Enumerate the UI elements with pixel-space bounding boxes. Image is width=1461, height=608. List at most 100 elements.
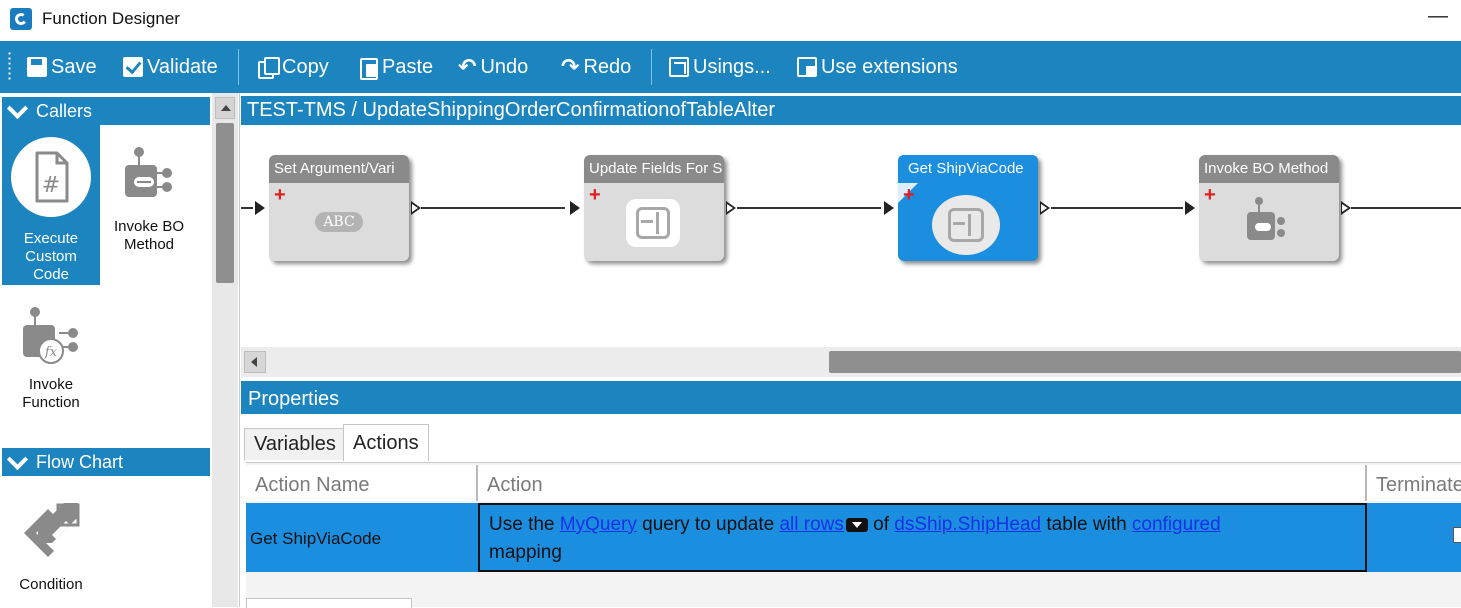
palette-item-condition[interactable]: Condition xyxy=(2,491,100,601)
usings-label: Usings... xyxy=(693,55,771,78)
use-extensions-button[interactable]: Use extensions xyxy=(797,51,958,83)
bo-method-icon xyxy=(1243,197,1293,243)
node-title: Invoke BO Method xyxy=(1199,155,1339,183)
node-title: Get ShipViaCode xyxy=(898,155,1038,183)
palette-item-invoke-function[interactable]: fx Invoke Function xyxy=(2,293,100,423)
svg-text:#: # xyxy=(42,173,60,198)
column-header-action[interactable]: Action xyxy=(478,465,1367,501)
table-row[interactable]: Get ShipViaCode Use the MyQuery query to… xyxy=(246,503,1461,572)
workflow-node-invoke-bo-method[interactable]: Invoke BO Method + xyxy=(1185,155,1351,261)
window-title: Function Designer xyxy=(42,9,180,28)
column-header-terminate[interactable]: Terminate xyxy=(1376,474,1461,496)
chevron-down-icon xyxy=(8,103,28,119)
usings-button[interactable]: Usings... xyxy=(669,51,771,83)
minimize-button[interactable]: — xyxy=(1428,5,1448,27)
use-extensions-label: Use extensions xyxy=(821,55,958,78)
node-title: Set Argument/Vari xyxy=(269,155,409,183)
svg-text:fx: fx xyxy=(44,345,58,360)
add-icon[interactable]: + xyxy=(903,184,915,206)
copy-button[interactable]: Copy xyxy=(258,51,329,83)
palette-section-callers[interactable]: Callers xyxy=(2,97,210,125)
palette-scrollbar[interactable] xyxy=(212,93,238,607)
action-text: query to update xyxy=(636,514,780,535)
input-port-icon[interactable] xyxy=(1185,201,1195,215)
scrollbar-thumb[interactable] xyxy=(829,351,1461,373)
palette-item-execute-custom-code[interactable]: # Execute Custom Code xyxy=(2,125,100,285)
save-label: Save xyxy=(51,55,97,78)
abc-icon: ABC xyxy=(315,212,363,232)
tab-variables[interactable]: Variables xyxy=(244,428,346,460)
bottom-tab-stub xyxy=(246,598,412,608)
usings-icon xyxy=(669,57,689,77)
scroll-up-icon[interactable] xyxy=(215,97,235,119)
canvas-horizontal-scrollbar[interactable] xyxy=(241,347,1461,377)
breadcrumb: TEST-TMS / UpdateShippingOrderConfirmati… xyxy=(241,96,1461,125)
redo-icon: ↷ xyxy=(561,54,580,79)
toolbar-grip-icon[interactable] xyxy=(8,51,11,81)
dropdown-arrow-icon[interactable] xyxy=(845,518,868,532)
app-logo-icon xyxy=(10,8,32,30)
validate-label: Validate xyxy=(147,55,218,78)
undo-button[interactable]: ↶ Undo xyxy=(458,51,528,83)
save-button[interactable]: Save xyxy=(27,51,97,83)
table-link[interactable]: dsShip.ShipHead xyxy=(894,514,1042,535)
tab-actions[interactable]: Actions xyxy=(343,424,429,461)
validate-button[interactable]: Validate xyxy=(123,51,218,83)
connector-line xyxy=(737,207,881,209)
workflow-node-get-shipviacode[interactable]: Get ShipViaCode + xyxy=(884,155,1050,261)
redo-button[interactable]: ↷ Redo xyxy=(561,51,631,83)
palette-item-label: Invoke BO Method xyxy=(113,218,185,253)
input-port-icon[interactable] xyxy=(570,201,580,215)
output-port-icon[interactable] xyxy=(1341,201,1351,215)
palette-section-flow-chart[interactable]: Flow Chart xyxy=(2,448,210,476)
action-text: Use the xyxy=(489,514,560,535)
actions-grid: Action Name Action Terminate Get ShipVia… xyxy=(246,462,1461,607)
section-title: Flow Chart xyxy=(36,451,124,472)
action-text: table with xyxy=(1041,514,1132,535)
section-title: Callers xyxy=(36,100,93,121)
output-port-icon[interactable] xyxy=(1040,201,1050,215)
action-text: of xyxy=(867,514,895,535)
paste-icon xyxy=(360,56,378,80)
palette-item-label: Invoke Function xyxy=(22,376,80,411)
chevron-down-icon xyxy=(8,454,28,470)
output-port-icon[interactable] xyxy=(411,201,421,215)
action-name-cell[interactable]: Get ShipViaCode xyxy=(250,529,382,548)
output-port-icon[interactable] xyxy=(726,201,736,215)
save-icon xyxy=(27,57,47,77)
scrollbar-thumb[interactable] xyxy=(216,123,234,283)
palette-item-invoke-bo-method[interactable]: Invoke BO Method xyxy=(100,125,198,285)
grid-header: Action Name Action Terminate xyxy=(246,465,1461,501)
add-icon[interactable]: + xyxy=(589,184,601,206)
rows-link[interactable]: all rows xyxy=(779,514,844,535)
action-text: mapping xyxy=(489,542,562,563)
paste-button[interactable]: Paste xyxy=(360,51,433,83)
terminate-cell[interactable] xyxy=(1367,503,1461,572)
input-port-icon[interactable] xyxy=(255,201,265,215)
function-icon: fx xyxy=(23,307,78,364)
palette-item-label: Condition xyxy=(19,576,83,593)
action-cell[interactable]: Use the MyQuery query to update all rows… xyxy=(478,503,1367,572)
terminate-checkbox[interactable] xyxy=(1453,527,1461,543)
connector-line xyxy=(241,207,253,209)
undo-icon: ↶ xyxy=(458,54,477,79)
node-title: Update Fields For S xyxy=(584,155,724,183)
query-link[interactable]: MyQuery xyxy=(559,514,637,535)
add-icon[interactable]: + xyxy=(1204,184,1216,206)
properties-header: Properties xyxy=(241,381,1461,414)
properties-panel: Variables Actions Action Name Action Ter… xyxy=(241,414,1461,608)
workflow-canvas[interactable]: Set Argument/Vari + ABC Update Fields Fo… xyxy=(241,125,1461,347)
input-port-icon[interactable] xyxy=(884,201,894,215)
mapping-link[interactable]: configured xyxy=(1131,514,1221,535)
update-fields-icon xyxy=(932,195,1000,255)
connector-line xyxy=(421,207,565,209)
scroll-left-icon[interactable] xyxy=(244,351,266,373)
undo-label: Undo xyxy=(480,55,529,78)
workflow-node-update-fields[interactable]: Update Fields For S + xyxy=(570,155,736,261)
redo-label: Redo xyxy=(583,55,632,78)
workflow-node-set-argument[interactable]: Set Argument/Vari + ABC xyxy=(255,155,421,261)
add-icon[interactable]: + xyxy=(274,184,286,206)
extensions-icon xyxy=(797,57,817,77)
custom-code-icon: # xyxy=(11,137,91,217)
column-header-action-name[interactable]: Action Name xyxy=(246,465,478,501)
